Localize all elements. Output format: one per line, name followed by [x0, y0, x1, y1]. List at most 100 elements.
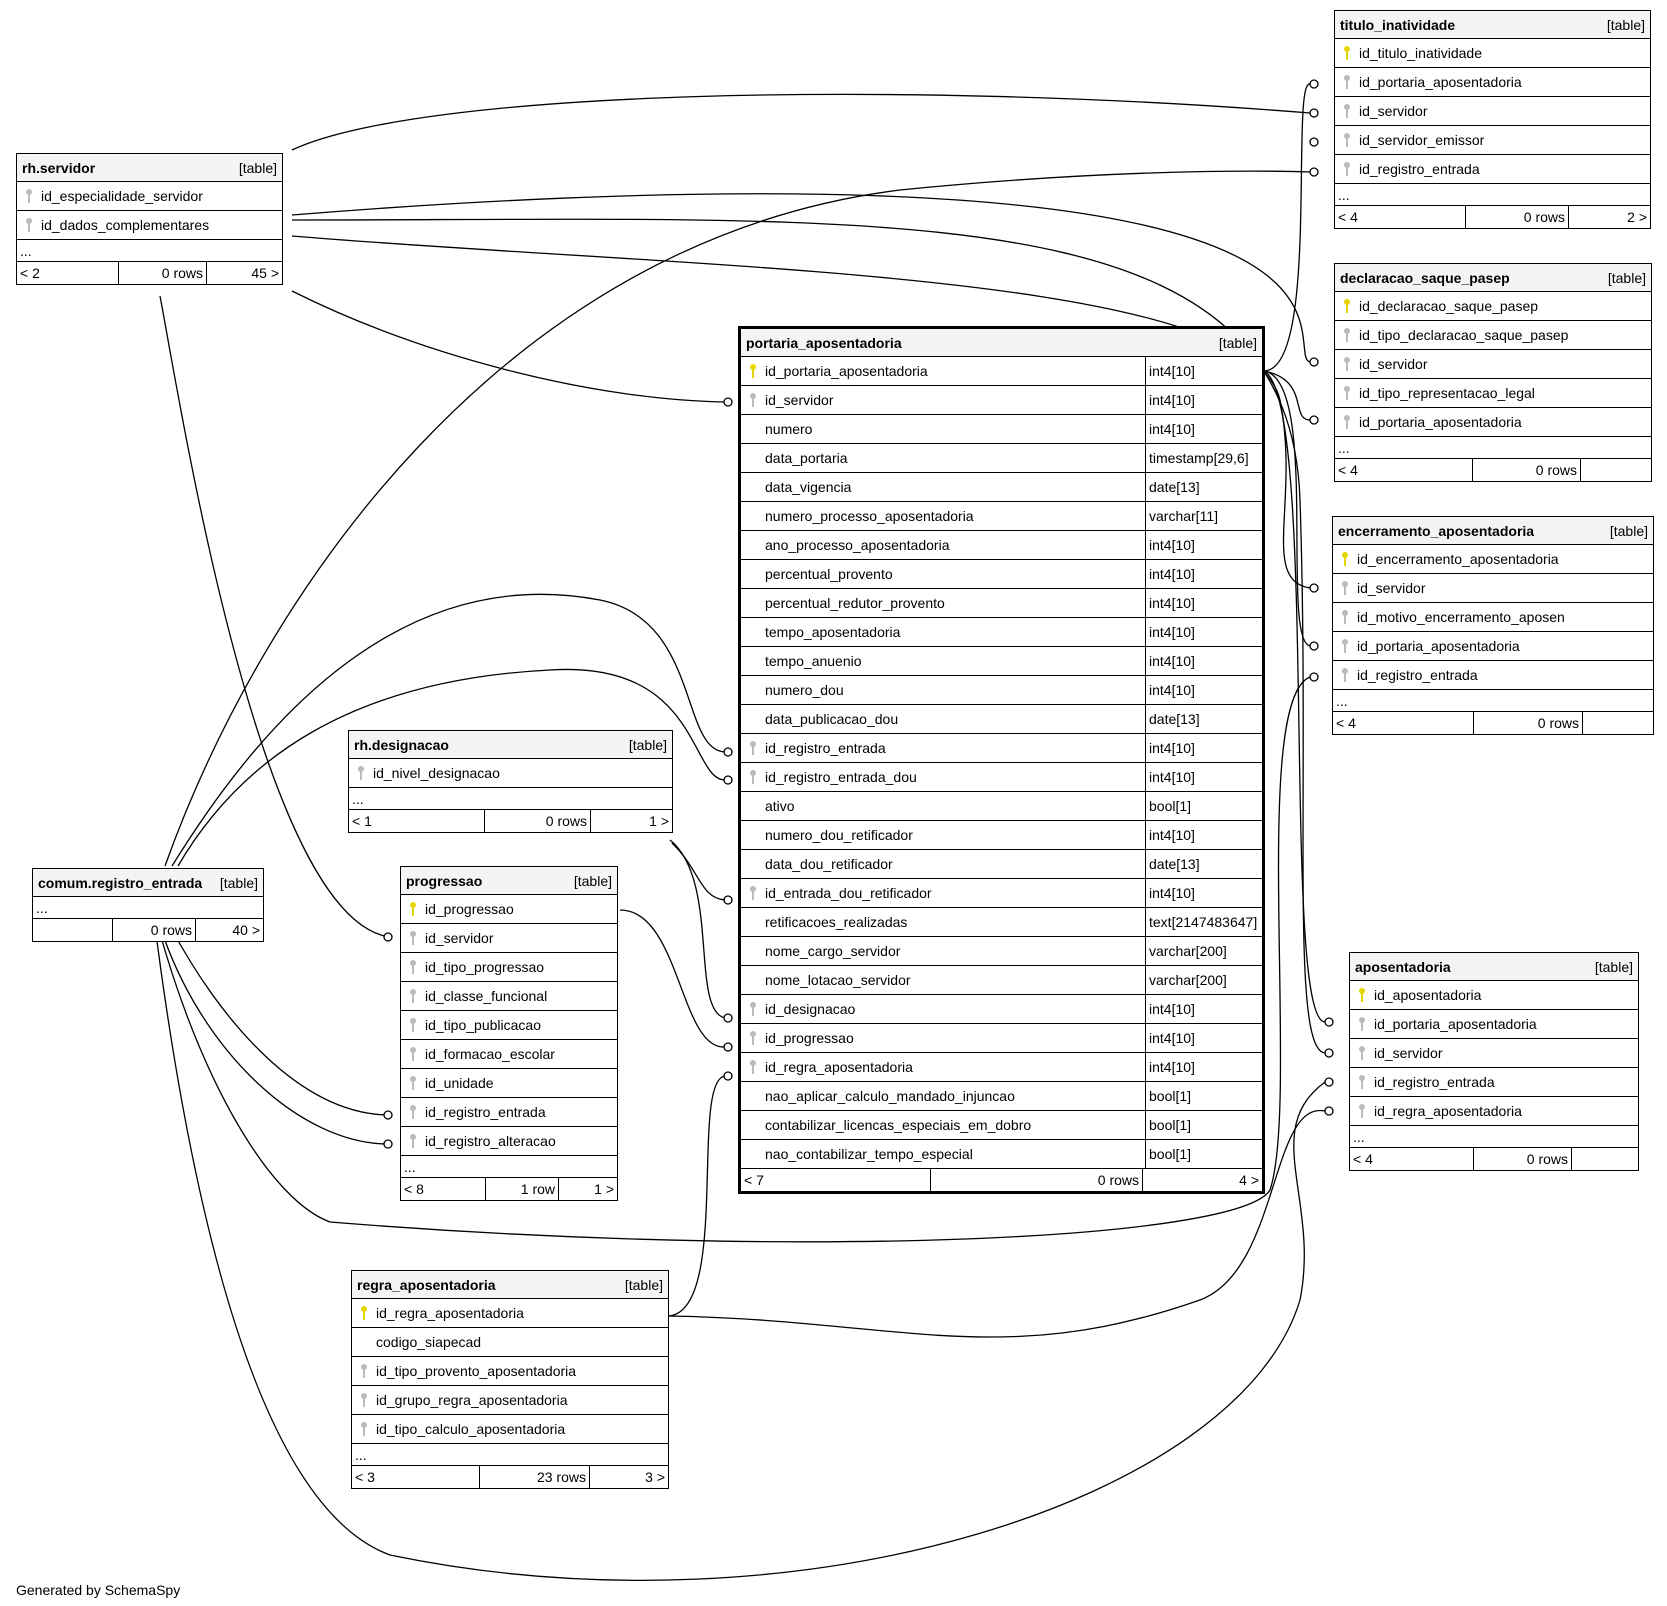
edge-progressao-portaria: [619, 909, 726, 1048]
column-name: retificacoes_realizadas: [765, 914, 908, 930]
ellipsis-row: ...: [1350, 1126, 1638, 1148]
children-count[interactable]: [1572, 1148, 1638, 1170]
column-name: id_aposentadoria: [1374, 987, 1482, 1003]
edge-entrada-retificador: [671, 842, 726, 901]
parents-count[interactable]: < 4: [1333, 712, 1474, 734]
foreign-key-icon: [1341, 580, 1349, 596]
row-count: 0 rows: [931, 1169, 1143, 1191]
row-count: 23 rows: [480, 1466, 590, 1488]
parents-count[interactable]: < 4: [1335, 459, 1473, 481]
column-type: int4[10]: [1145, 386, 1262, 414]
children-count[interactable]: 2 >: [1627, 209, 1647, 225]
children-count[interactable]: 40 >: [232, 922, 260, 938]
foreign-key-icon: [1343, 74, 1351, 90]
table-progressao[interactable]: progressao[table] id_progressao id_servi…: [400, 866, 618, 1201]
table-aposentadoria[interactable]: aposentadoria[table] id_aposentadoria id…: [1349, 952, 1639, 1171]
edge-servidor-titulo: [291, 93, 1311, 151]
column-name: id_progressao: [765, 1030, 854, 1046]
foreign-key-icon: [409, 988, 417, 1004]
row-count: 0 rows: [485, 810, 591, 832]
column-name: id_tipo_representacao_legal: [1359, 385, 1535, 401]
row-count: 0 rows: [1474, 712, 1583, 734]
children-count[interactable]: 45 >: [251, 265, 279, 281]
edge-portaria-declaracao: [1263, 370, 1311, 421]
primary-key-icon: [360, 1305, 368, 1321]
parents-count[interactable]: [33, 919, 113, 941]
column-name: id_servidor_emissor: [1359, 132, 1485, 148]
column-name: id_encerramento_aposentadoria: [1357, 551, 1559, 567]
primary-key-icon: [1358, 987, 1366, 1003]
column-name: numero_processo_aposentadoria: [765, 508, 974, 524]
parents-count[interactable]: < 2: [17, 262, 119, 284]
foreign-key-icon: [749, 392, 757, 408]
edge-portaria-titulo: [1263, 83, 1311, 372]
table-title: rh.servidor: [22, 159, 96, 176]
parents-count[interactable]: < 4: [1350, 1148, 1474, 1170]
foreign-key-icon: [749, 885, 757, 901]
parents-count[interactable]: < 8: [401, 1178, 486, 1200]
foreign-key-icon: [1343, 132, 1351, 148]
column-type: bool[1]: [1145, 1140, 1262, 1168]
row-count: 0 rows: [119, 262, 207, 284]
children-count[interactable]: 4 >: [1239, 1172, 1259, 1188]
parents-count[interactable]: < 7: [741, 1169, 931, 1191]
table-rh-servidor[interactable]: rh.servidor[table] id_especialidade_serv…: [16, 153, 283, 285]
column-name: id_titulo_inatividade: [1359, 45, 1482, 61]
column-name: id_registro_entrada: [1357, 667, 1478, 683]
foreign-key-icon: [360, 1392, 368, 1408]
column-type: bool[1]: [1145, 1111, 1262, 1139]
table-encerramento-aposentadoria[interactable]: encerramento_aposentadoria[table] id_enc…: [1332, 516, 1654, 735]
column-type: int4[10]: [1145, 763, 1262, 791]
table-declaracao-saque-pasep[interactable]: declaracao_saque_pasep[table] id_declara…: [1334, 263, 1652, 482]
column-name: id_declaracao_saque_pasep: [1359, 298, 1539, 314]
parents-count[interactable]: < 1: [349, 810, 485, 832]
foreign-key-icon: [1343, 414, 1351, 430]
table-comum-registro-entrada[interactable]: comum.registro_entrada[table] ... 0 rows…: [32, 868, 264, 942]
ellipsis-row: ...: [352, 1444, 668, 1466]
table-titulo-inatividade[interactable]: titulo_inatividade[table] id_titulo_inat…: [1334, 10, 1651, 229]
column-name: id_registro_alteracao: [425, 1133, 556, 1149]
primary-key-icon: [409, 901, 417, 917]
column-type: int4[10]: [1145, 1024, 1262, 1052]
parents-count[interactable]: < 3: [352, 1466, 480, 1488]
ellipsis-row: ...: [1333, 690, 1653, 712]
table-type: [table]: [1594, 958, 1633, 975]
column-name: id_nivel_designacao: [373, 765, 500, 781]
foreign-key-icon: [749, 769, 757, 785]
table-type: [table]: [1607, 269, 1646, 286]
children-count[interactable]: 1 >: [649, 813, 669, 829]
children-count[interactable]: 1 >: [594, 1181, 614, 1197]
table-portaria-aposentadoria[interactable]: portaria_aposentadoria[table] id_portari…: [738, 326, 1265, 1194]
children-count[interactable]: [1581, 459, 1651, 481]
column-name: id_unidade: [425, 1075, 494, 1091]
column-type: int4[10]: [1145, 589, 1262, 617]
table-rh-designacao[interactable]: rh.designacao[table] id_nivel_designacao…: [348, 730, 673, 833]
column-type: date[13]: [1145, 850, 1262, 878]
table-type: [table]: [219, 874, 258, 891]
column-name: id_portaria_aposentadoria: [1359, 74, 1522, 90]
children-count[interactable]: 3 >: [645, 1469, 665, 1485]
children-count[interactable]: [1583, 712, 1653, 734]
foreign-key-icon: [1343, 103, 1351, 119]
column-name: id_servidor: [425, 930, 494, 946]
column-name: id_classe_funcional: [425, 988, 548, 1004]
parents-count[interactable]: < 4: [1335, 206, 1466, 228]
column-name: nome_cargo_servidor: [765, 943, 901, 959]
column-name: id_servidor: [1359, 356, 1428, 372]
column-type: varchar[11]: [1145, 502, 1262, 530]
column-name: id_motivo_encerramento_aposen: [1357, 609, 1565, 625]
column-name: id_tipo_provento_aposentadoria: [376, 1363, 577, 1379]
foreign-key-icon: [1341, 609, 1349, 625]
table-regra-aposentadoria[interactable]: regra_aposentadoria[table] id_regra_apos…: [351, 1270, 669, 1489]
column-name: id_registro_entrada: [765, 740, 886, 756]
foreign-key-icon: [1343, 161, 1351, 177]
column-name: numero: [765, 421, 813, 437]
